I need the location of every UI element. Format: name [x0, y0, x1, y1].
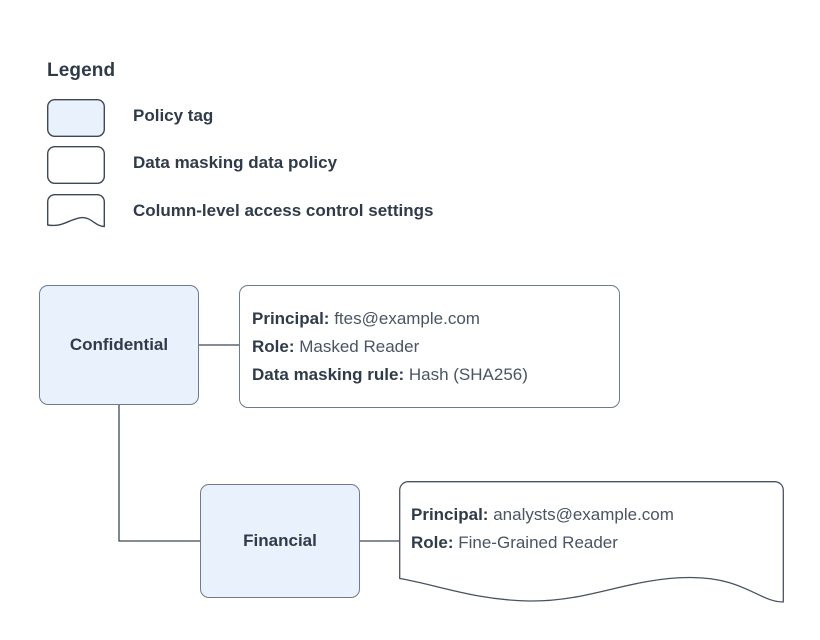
node-financial[interactable]: Financial	[200, 484, 360, 598]
edge-confidential-to-financial	[118, 405, 200, 542]
detail-lines-financial: Principal: analysts@example.com Role: Fi…	[411, 501, 674, 557]
node-confidential[interactable]: Confidential	[39, 285, 199, 405]
detail-key-masking-rule: Data masking rule:	[252, 365, 405, 384]
legend-item-label-column-access-settings: Column-level access control settings	[133, 201, 434, 220]
legend-title: Legend	[47, 60, 116, 81]
detail-value-masking-rule: Hash (SHA256)	[408, 365, 528, 384]
detail-key-principal: Principal:	[252, 309, 330, 328]
detail-key-role: Role:	[252, 337, 295, 356]
detail-value-principal: ftes@example.com	[334, 309, 480, 328]
detail-line-role-financial: Role: Fine-Grained Reader	[411, 529, 674, 557]
detail-lines-confidential: Principal: ftes@example.com Role: Masked…	[252, 305, 528, 389]
detail-value-principal-financial: analysts@example.com	[493, 505, 674, 524]
legend-item-label-policy-tag: Policy tag	[133, 106, 214, 125]
detail-box-confidential-policy[interactable]: Principal: ftes@example.com Role: Masked…	[239, 285, 620, 408]
legend-item-label-data-masking-policy: Data masking data policy	[133, 153, 338, 172]
policy-tag-swatch-icon	[46, 98, 105, 137]
node-financial-label: Financial	[243, 531, 317, 550]
data-masking-policy-swatch-icon	[46, 145, 105, 184]
node-confidential-label: Confidential	[69, 335, 169, 354]
detail-box-financial-outline	[399, 481, 784, 603]
detail-line-role: Role: Masked Reader	[252, 333, 528, 361]
column-access-settings-swatch-icon	[47, 194, 105, 232]
detail-value-role-financial: Fine-Grained Reader	[458, 533, 618, 552]
detail-line-principal: Principal: ftes@example.com	[252, 305, 528, 333]
detail-value-role: Masked Reader	[299, 337, 420, 356]
detail-box-financial-policy[interactable]: Principal: analysts@example.com Role: Fi…	[399, 481, 784, 603]
detail-line-principal-financial: Principal: analysts@example.com	[411, 501, 674, 529]
detail-line-masking-rule: Data masking rule: Hash (SHA256)	[252, 361, 528, 389]
detail-key-role-financial: Role:	[411, 533, 454, 552]
detail-key-principal-financial: Principal:	[411, 505, 489, 524]
